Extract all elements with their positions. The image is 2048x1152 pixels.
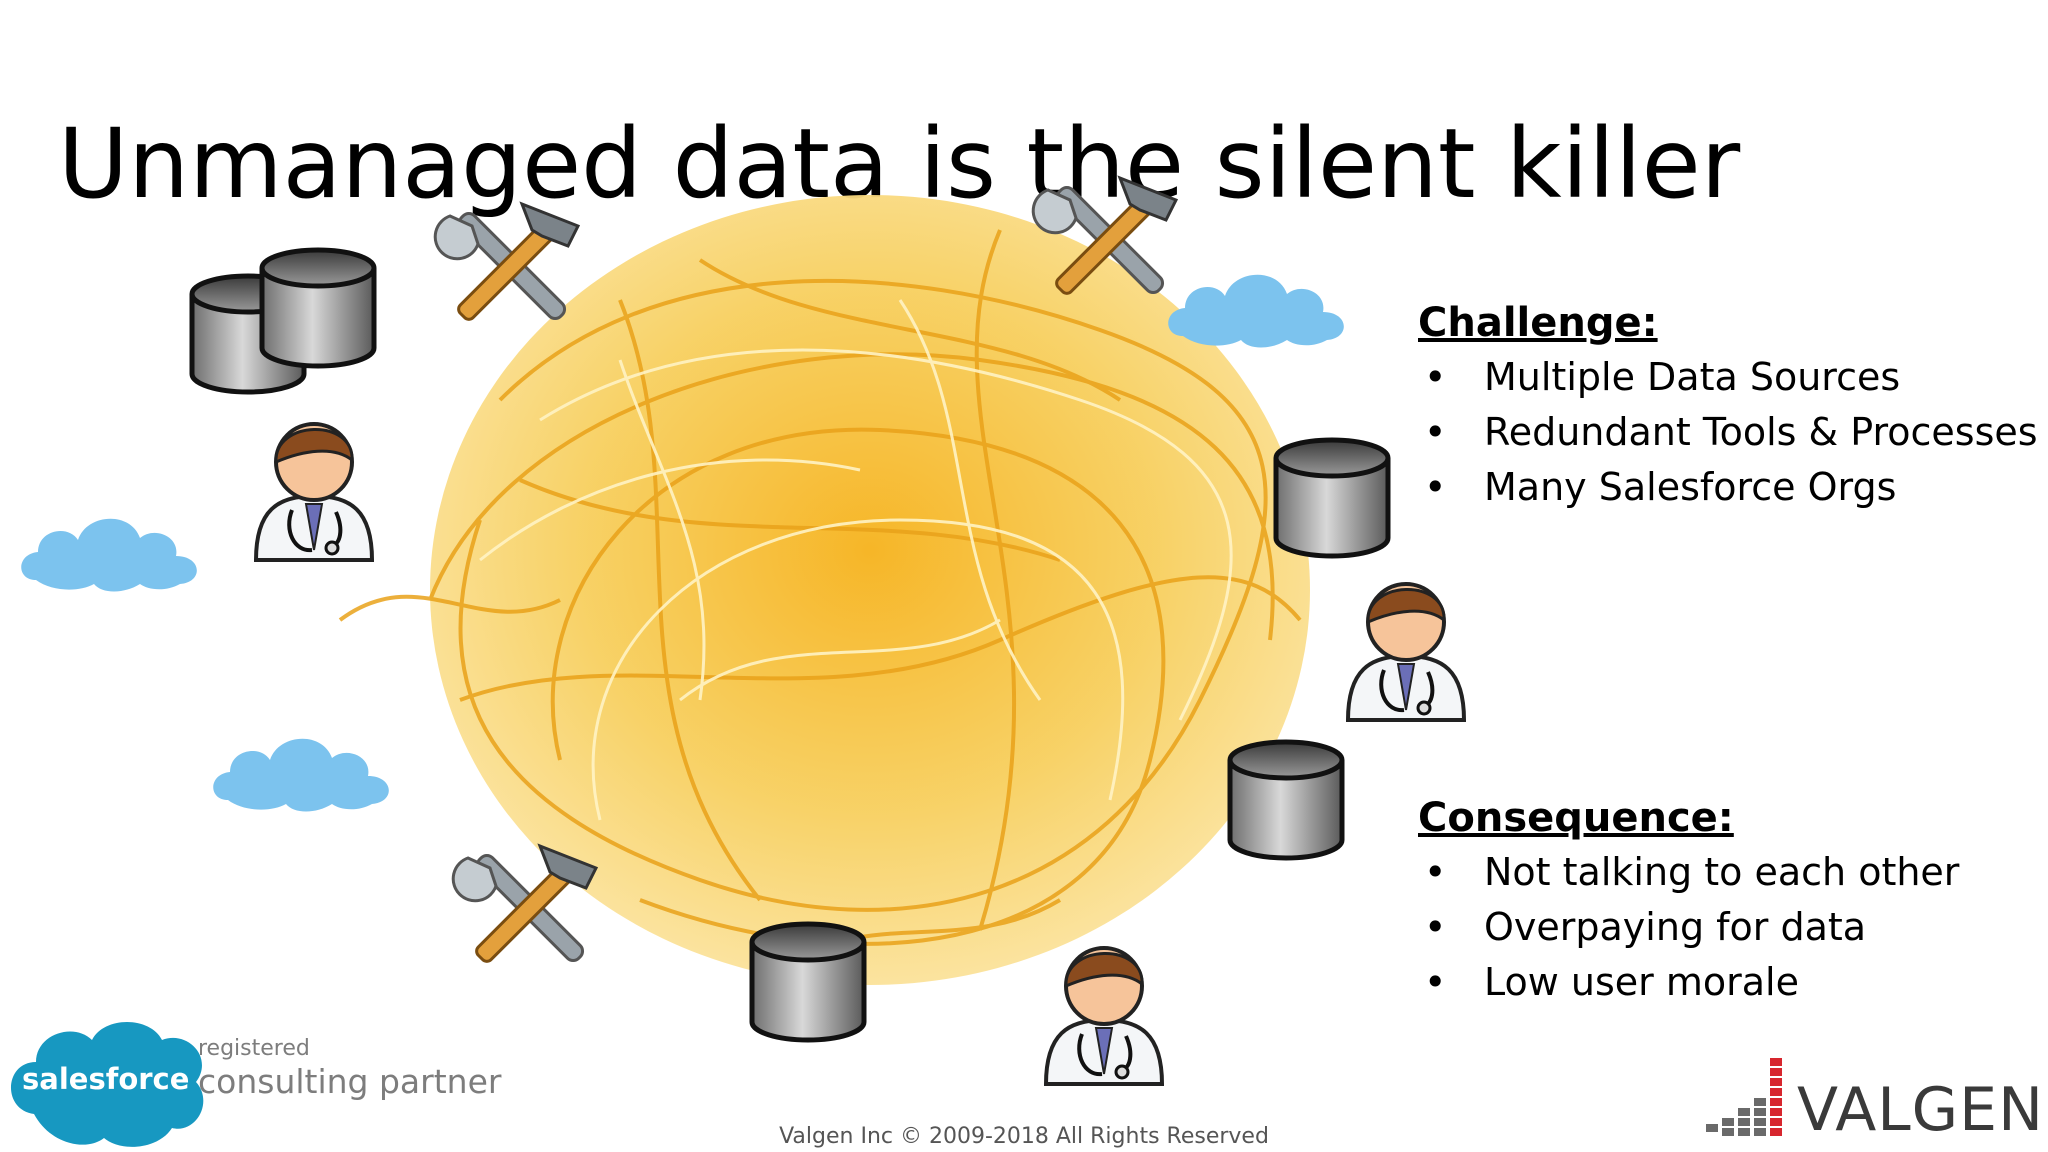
database-icon <box>752 924 864 1040</box>
database-icon <box>1230 742 1342 858</box>
doctor-icon <box>1044 946 1164 1086</box>
valgen-wordmark: VALGEN <box>1797 1075 2044 1145</box>
consequence-list: • Not talking to each other • Overpaying f… <box>1418 845 2038 1010</box>
list-item: • Low user morale <box>1418 955 2038 1010</box>
database-icon <box>1276 440 1388 556</box>
tools-icon <box>433 202 580 324</box>
bullet: • <box>1424 960 1447 1004</box>
copyright-footer: Valgen Inc © 2009-2018 All Rights Reserv… <box>779 1124 1269 1149</box>
salesforce-wordmark: salesforce <box>22 1062 190 1096</box>
list-item-text: Many Salesforce Orgs <box>1484 465 1897 509</box>
challenge-heading: Challenge: <box>1418 300 1658 346</box>
list-item: • Redundant Tools & Processes <box>1418 405 2038 460</box>
bullet: • <box>1424 410 1447 454</box>
challenge-list: • Multiple Data Sources • Redundant Tools … <box>1418 350 2038 515</box>
list-item-text: Overpaying for data <box>1484 905 1867 949</box>
list-item: • Multiple Data Sources <box>1418 350 2038 405</box>
tools-icon <box>451 844 598 966</box>
salesforce-partner-text: registered consulting partner <box>198 1036 501 1102</box>
cloud-icon <box>213 738 389 812</box>
list-item-text: Not talking to each other <box>1484 850 1960 894</box>
challenge-section: Challenge: • Multiple Data Sources • Redun… <box>1418 296 2038 515</box>
cloud-icon <box>1168 274 1344 348</box>
salesforce-logo-cloud <box>10 1022 204 1147</box>
database-icon <box>262 250 374 366</box>
bullet: • <box>1424 355 1447 399</box>
list-item-text: Redundant Tools & Processes <box>1484 410 2038 454</box>
valgen-logo-bars <box>1706 1058 1782 1136</box>
list-item-text: Low user morale <box>1484 960 1799 1004</box>
doctor-icon <box>1346 582 1466 722</box>
consequence-heading: Consequence: <box>1418 795 1734 841</box>
bullet: • <box>1424 850 1447 894</box>
bullet: • <box>1424 465 1447 509</box>
cloud-icon <box>21 518 197 592</box>
list-item: • Many Salesforce Orgs <box>1418 460 2038 515</box>
consequence-section: Consequence: • Not talking to each other … <box>1418 791 2038 1010</box>
list-item: • Overpaying for data <box>1418 900 2038 955</box>
list-item: • Not talking to each other <box>1418 845 2038 900</box>
list-item-text: Multiple Data Sources <box>1484 355 1901 399</box>
consulting-partner-label: consulting partner <box>198 1062 502 1101</box>
spaghetti-image <box>338 195 1310 985</box>
bullet: • <box>1424 905 1447 949</box>
registered-label: registered <box>198 1036 310 1061</box>
doctor-icon <box>254 422 374 562</box>
